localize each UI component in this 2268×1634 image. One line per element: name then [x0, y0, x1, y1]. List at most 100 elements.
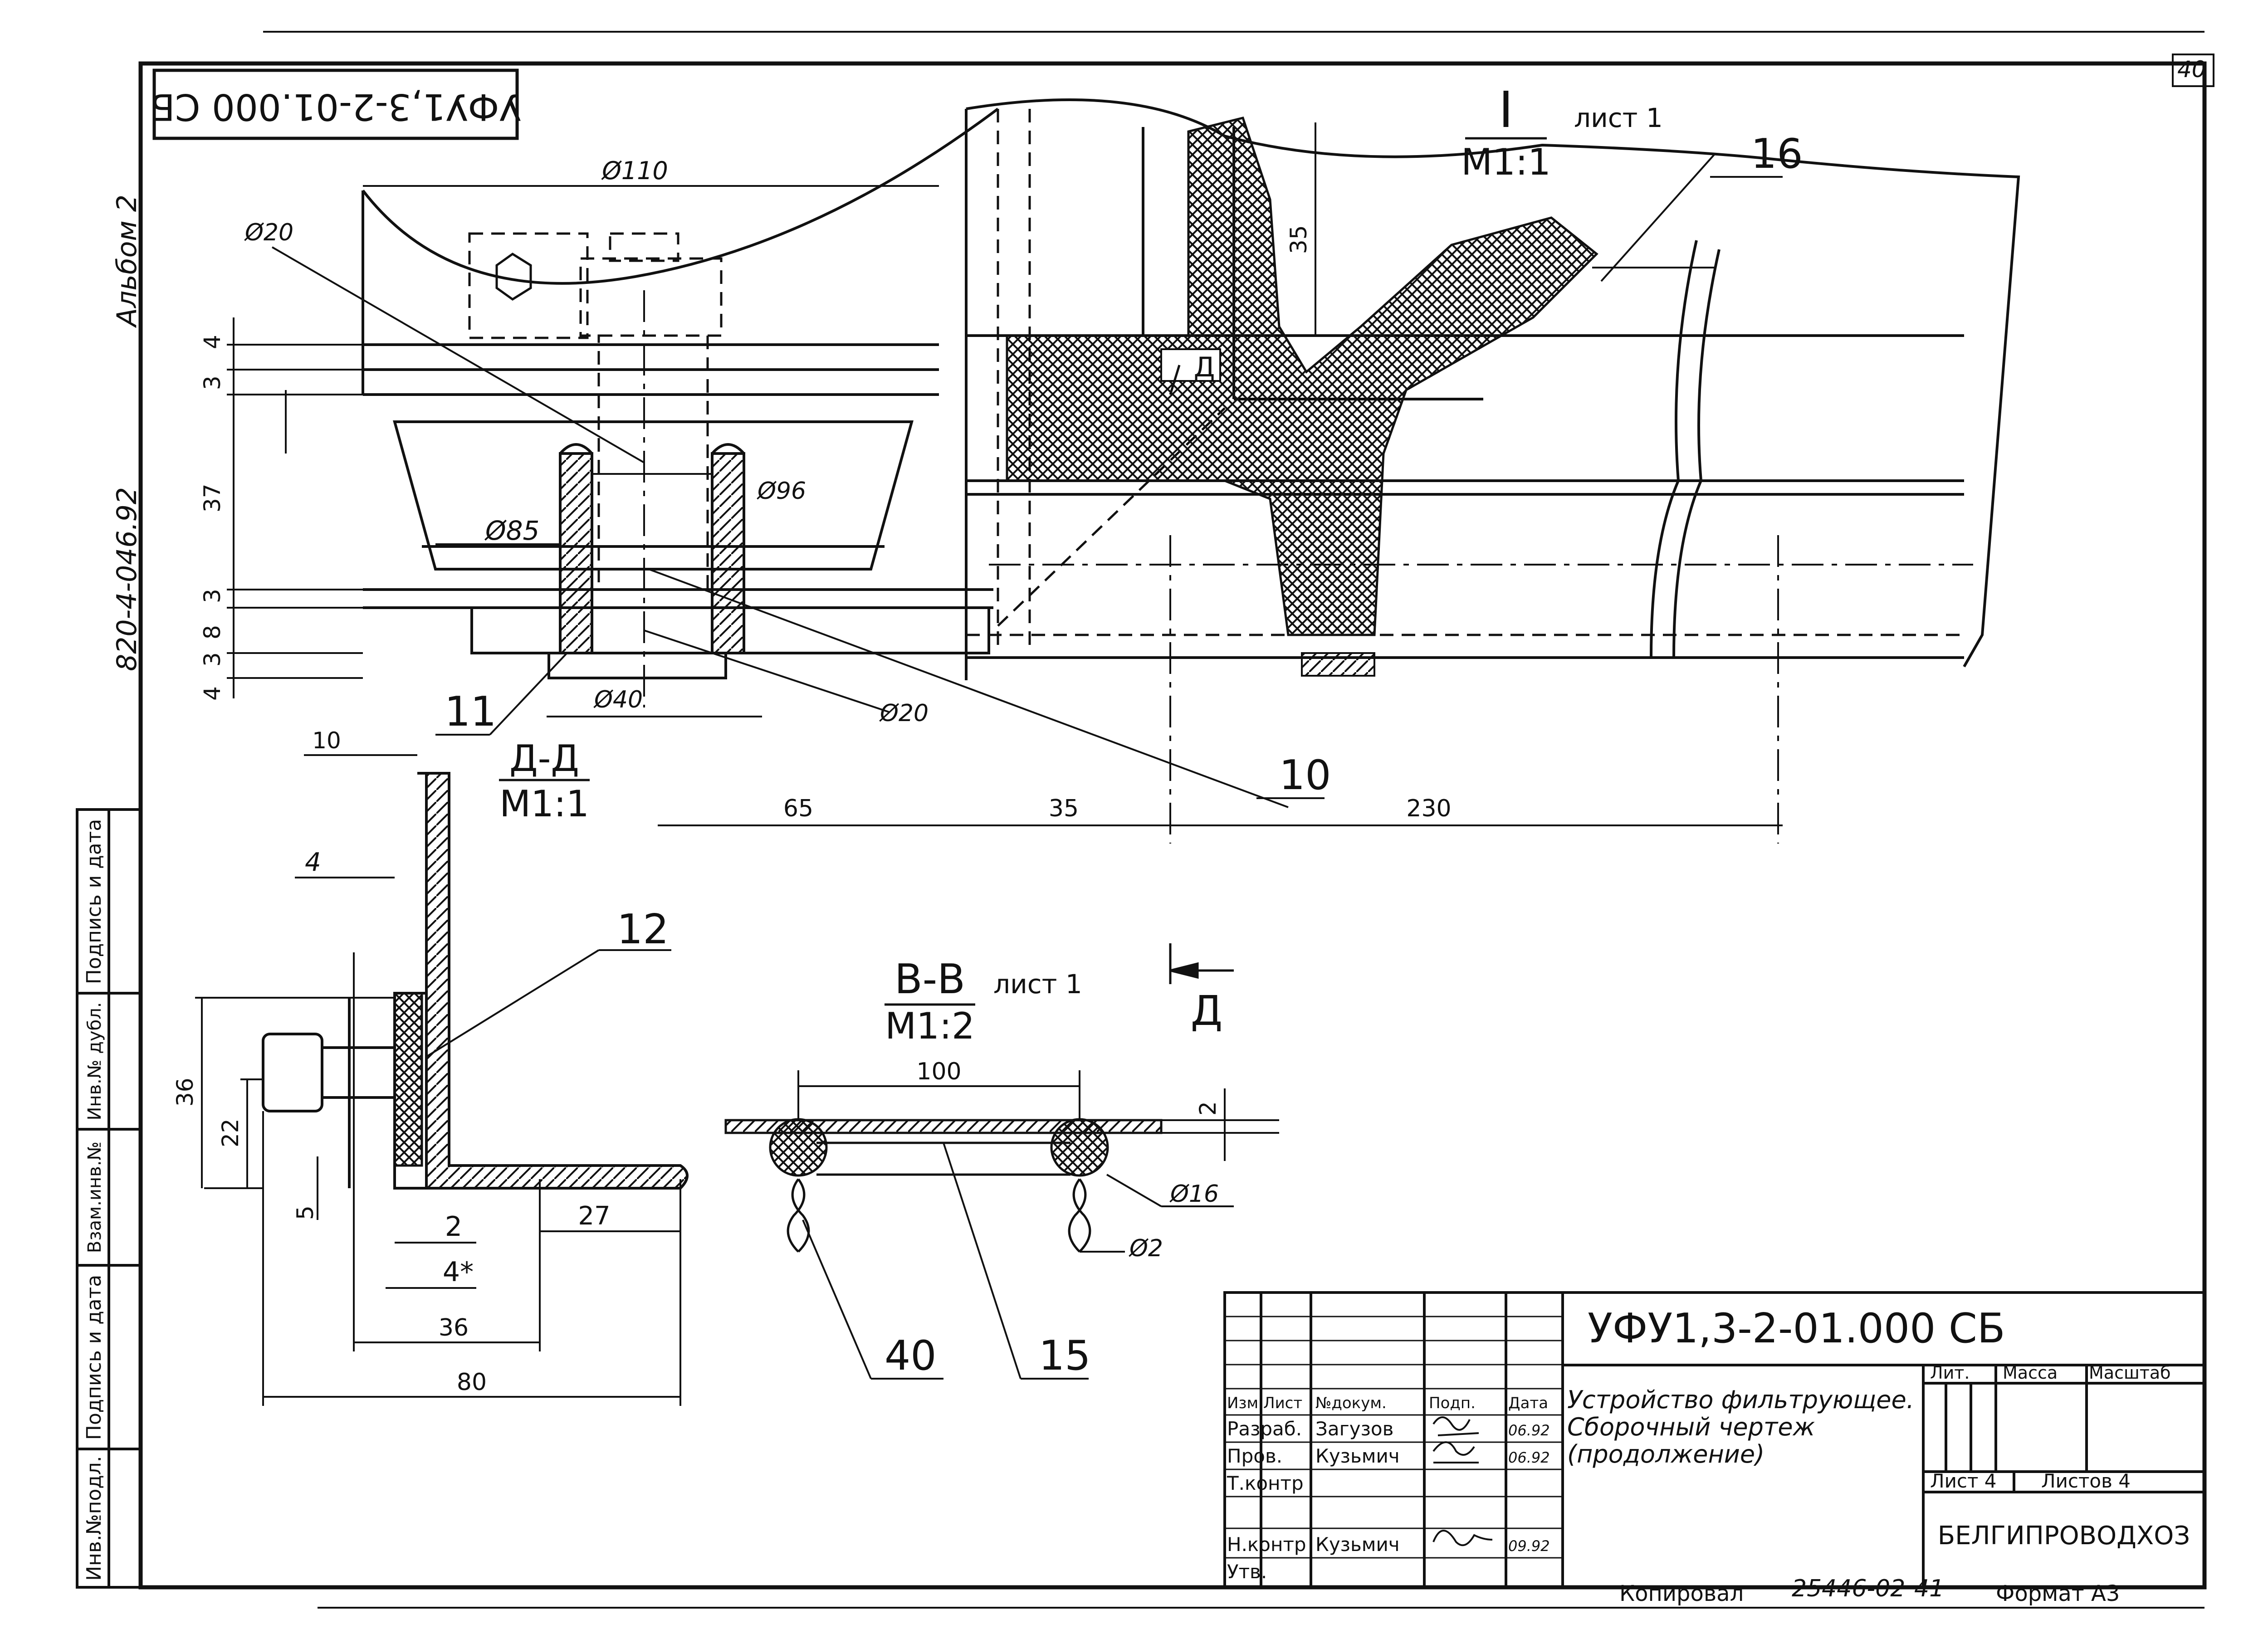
section-DD-title: Д-Д [509, 737, 579, 780]
title-block-scale: Масштаб [2089, 1363, 2171, 1383]
view-I-sheet: лист 1 [1574, 102, 1663, 133]
dim-v37: 37 [199, 483, 225, 512]
section-mark-D-label: Д [1194, 351, 1215, 383]
dim-d20-top: Ø20 [244, 219, 293, 246]
view-I-dim-lines [227, 122, 1783, 826]
view-I-title: I [1499, 81, 1513, 139]
dim-dd80: 80 [457, 1369, 487, 1396]
side-strip-cell: Подпись и дата [83, 819, 106, 984]
page-number: 40 [2177, 56, 2206, 83]
callout-12: 12 [617, 906, 669, 953]
callout-15: 15 [1039, 1332, 1091, 1380]
footer-copied: Копировал [1619, 1581, 1744, 1606]
section-DD-dim-lines [195, 754, 681, 1406]
section-BB-title: В-В [894, 956, 965, 1003]
title-block-org: БЕЛГИПРОВОДХОЗ [1938, 1521, 2190, 1551]
dim-v3c: 3 [199, 652, 225, 667]
footer-format: Формат А3 [1996, 1581, 2120, 1606]
head-list: Лист [1263, 1394, 1302, 1412]
dim-v35: 35 [1286, 225, 1312, 254]
title-block-grid [1223, 1291, 2206, 1589]
head-izm: Изм [1227, 1394, 1258, 1412]
dim-v4b: 4 [199, 686, 225, 701]
callout-40: 40 [885, 1332, 937, 1380]
plate-hatch [393, 992, 423, 1167]
side-strip-cell: Инв.№ дубл. [84, 1002, 105, 1121]
pipe-right-hatch [712, 454, 744, 653]
title-block-designation: УФУ1,3-2-01.000 СБ [1588, 1305, 2005, 1352]
section-DD-scale: М1:1 [499, 783, 589, 825]
dim-bb2: 2 [1195, 1101, 1221, 1116]
title-block-name-2: Сборочный чертеж [1567, 1413, 1815, 1441]
dim-dd4: 4 [305, 848, 321, 877]
signatures [1432, 1416, 1493, 1546]
section-BB-sheet: лист 1 [993, 969, 1082, 1000]
dim-v8: 8 [199, 625, 225, 639]
side-strip-cell: Взам.инв.№ [84, 1141, 105, 1253]
dim-bb100: 100 [916, 1058, 961, 1085]
top-stamp-text: УФУ1,3-2-01.000 СБ [150, 86, 521, 128]
dim-v4a: 4 [199, 335, 225, 349]
dim-d96: Ø96 [757, 478, 806, 505]
section-BB-dim-lines [797, 1070, 1279, 1380]
section-BB-geometry [724, 1118, 1163, 1253]
sheet-frame [138, 31, 2214, 1609]
detail-frame-lines [1232, 127, 1483, 400]
side-code: 820-4-046.92 [111, 487, 143, 671]
row-role: Н.контр [1227, 1533, 1306, 1556]
angle-hatch [417, 772, 689, 1190]
view-I-scale: М1:1 [1461, 141, 1551, 183]
dim-dd10: 10 [312, 727, 341, 754]
row-date: 09.92 [1508, 1537, 1550, 1555]
footer-copy-sheet: 41 [1914, 1575, 1944, 1602]
row-role: Утв. [1227, 1561, 1267, 1583]
dim-dd36-vertical: 36 [172, 1078, 198, 1107]
title-block-name-3: (продолжение) [1567, 1440, 1765, 1468]
dim-dd5: 5 [292, 1205, 318, 1220]
dim-v3b: 3 [199, 589, 225, 603]
head-doc: №докум. [1315, 1394, 1387, 1412]
callout-11: 11 [445, 688, 497, 736]
view-I-geometry [362, 98, 2020, 844]
dim-bb2-diam: Ø2 [1129, 1235, 1163, 1262]
bottom-plate-hatch [1301, 652, 1375, 677]
row-name: Кузьмич [1315, 1533, 1400, 1556]
dim-bb16: Ø16 [1169, 1180, 1219, 1208]
row-name: Кузьмич [1315, 1445, 1400, 1467]
dim-dd22: 22 [217, 1118, 244, 1147]
title-block-mass: Масса [2003, 1363, 2058, 1383]
dim-v3a: 3 [199, 376, 225, 390]
row-date: 06.92 [1508, 1422, 1550, 1439]
head-date: Дата [1508, 1394, 1548, 1412]
callout-leaders [435, 176, 1783, 799]
callout-16: 16 [1751, 130, 1803, 178]
dim-d85: Ø85 [484, 515, 539, 546]
top-stamp: УФУ1,3-2-01.000 СБ [150, 68, 521, 140]
dim-d20-bottom: Ø20 [879, 700, 929, 727]
callout-10: 10 [1279, 751, 1331, 799]
side-album: Альбом 2 [111, 195, 143, 328]
row-date: 06.92 [1508, 1449, 1550, 1466]
title-block-name-1: Устройство фильтрующее. [1567, 1385, 1914, 1414]
dim-d110: Ø110 [601, 156, 668, 185]
dim-dd2: 2 [445, 1211, 462, 1243]
view-arrow-D-label: Д [1191, 987, 1222, 1035]
head-sign: Подп. [1429, 1394, 1476, 1412]
dim-h35: 35 [1049, 795, 1079, 822]
section-mark-D: Д [1160, 348, 1221, 395]
side-strip [76, 808, 142, 1589]
dim-h230: 230 [1406, 795, 1451, 822]
row-role: Пров. [1227, 1445, 1282, 1467]
row-role: Т.контр [1227, 1472, 1304, 1494]
title-block-sheets: Листов 4 [2041, 1470, 2131, 1492]
pipe-left-hatch [560, 454, 592, 653]
dim-dd4-star: 4* [443, 1256, 474, 1288]
side-strip-cell: Инв.№подл. [83, 1456, 106, 1581]
dim-dd27: 27 [578, 1201, 610, 1231]
footer-copy-no: 25446-02 [1792, 1575, 1905, 1602]
title-block-sheet: Лист 4 [1930, 1470, 1997, 1492]
row-name: Загузов [1315, 1418, 1393, 1440]
section-DD-geometry [262, 772, 689, 1190]
dim-dd36-horizontal: 36 [439, 1314, 469, 1341]
row-role: Разраб. [1227, 1418, 1302, 1440]
